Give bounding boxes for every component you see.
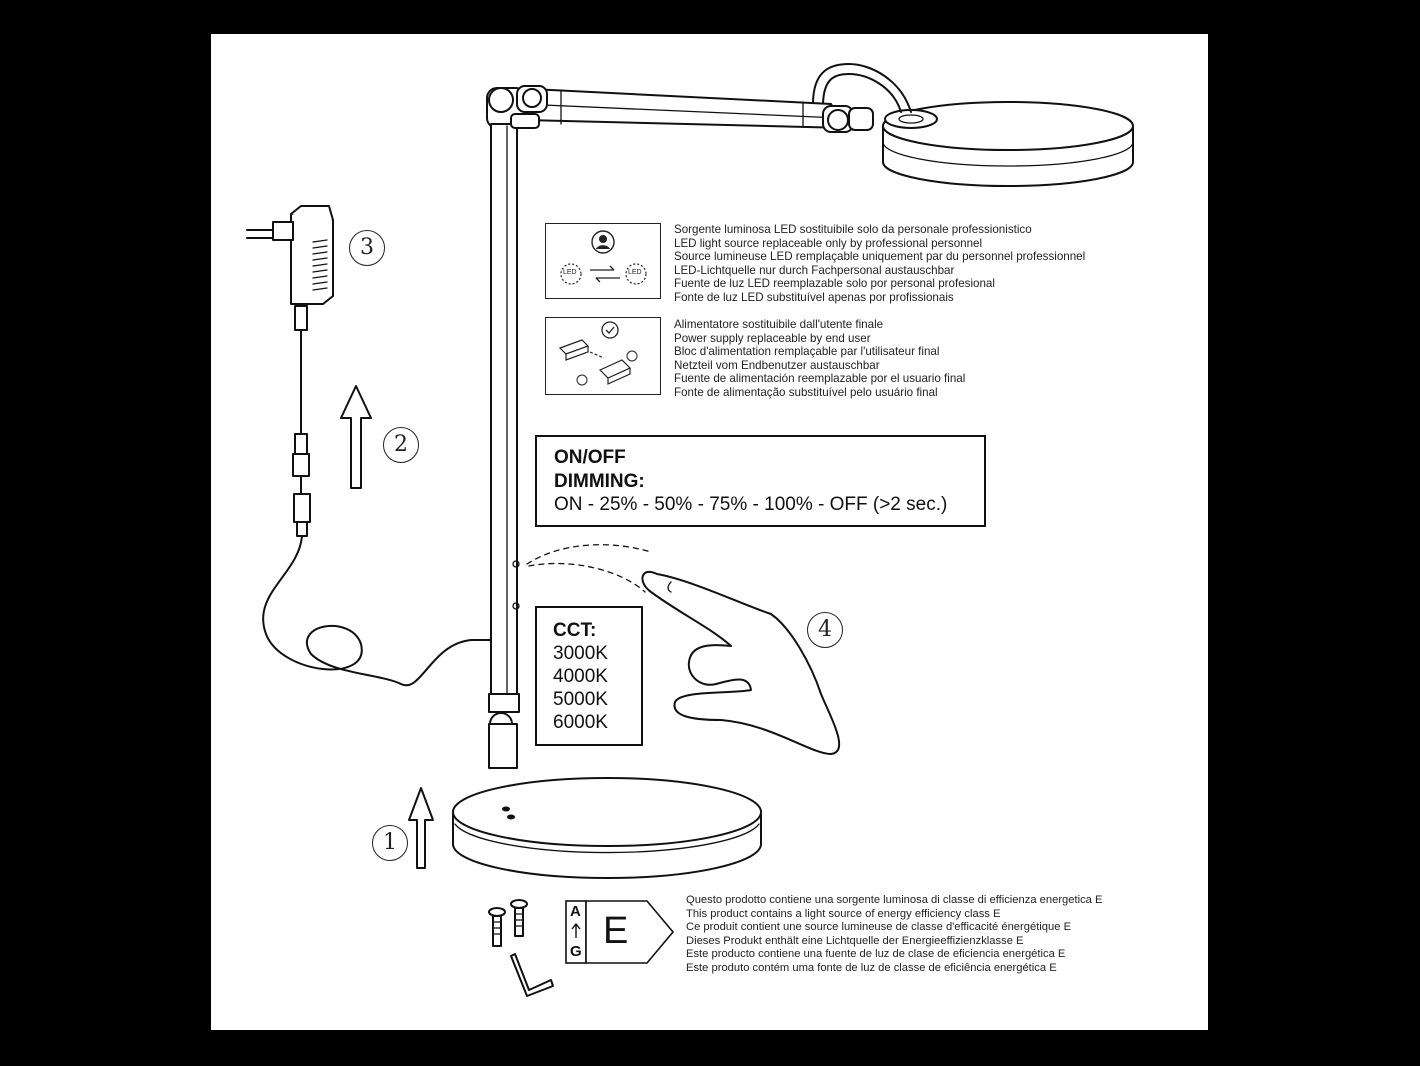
led-label-right: LED bbox=[628, 269, 642, 276]
on-off-label: ON/OFF bbox=[554, 447, 626, 468]
led-notice-text: Sorgente luminosa LED sostituibile solo … bbox=[674, 223, 1085, 304]
lamp-assembly-drawing bbox=[246, 63, 1134, 997]
step-3-marker: 3 bbox=[349, 230, 385, 266]
cct-box: CCT: 3000K 4000K 5000K 6000K bbox=[535, 606, 643, 746]
psu-notice-line: Power supply replaceable by end user bbox=[674, 331, 871, 345]
psu-notice-line: Fuente de alimentación reemplazable por … bbox=[674, 372, 966, 385]
energy-notice-line: Questo prodotto contiene una sorgente lu… bbox=[686, 894, 1103, 906]
step-1-marker: 1 bbox=[372, 825, 408, 861]
energy-notice-line: Este produto contém uma fonte de luz de … bbox=[686, 961, 1057, 974]
power-adapter bbox=[246, 205, 334, 331]
cct-title: CCT: bbox=[553, 620, 597, 641]
led-notice-line: Fuente de luz LED reemplazable solo por … bbox=[674, 277, 995, 290]
lamp-head bbox=[882, 101, 1134, 187]
up-arrow-1 bbox=[408, 787, 434, 869]
dimming-instructions-box: ON/OFF DIMMING: ON - 25% - 50% - 75% - 1… bbox=[535, 435, 986, 527]
energy-notice-line: Ce produit contient une source lumineuse… bbox=[686, 921, 1072, 933]
lamp-pole bbox=[488, 113, 540, 769]
energy-scale-top: A bbox=[570, 903, 581, 920]
energy-class-label: A G E bbox=[565, 900, 675, 964]
head-handle bbox=[812, 63, 912, 113]
energy-notice-line: This product contains a light source of … bbox=[686, 907, 1001, 920]
led-notice-line: LED light source replaceable only by pro… bbox=[674, 236, 983, 250]
screws-and-hex-key bbox=[488, 899, 554, 997]
psu-notice-text: Alimentatore sostituibile dall'utente fi… bbox=[674, 318, 965, 399]
psu-notice-line: Alimentatore sostituibile dall'utente fi… bbox=[674, 318, 884, 331]
power-cable bbox=[262, 329, 492, 687]
dimming-sequence: ON - 25% - 50% - 75% - 100% - OFF (>2 se… bbox=[554, 494, 948, 515]
energy-notice-line: Este producto contiene una fuente de luz… bbox=[686, 948, 1066, 960]
psu-notice-line: Fonte de alimentação substituível pelo u… bbox=[674, 385, 938, 399]
cct-value: 5000K bbox=[553, 689, 608, 710]
led-label-left: LED bbox=[563, 269, 577, 276]
power-supply-swap-icon bbox=[558, 321, 638, 386]
energy-notice-line: Dieses Produkt enthält eine Lichtquelle … bbox=[686, 934, 1024, 947]
led-notice-line: LED-Lichtquelle nur durch Fachpersonal a… bbox=[674, 263, 955, 277]
psu-replacement-icon-box bbox=[545, 317, 661, 395]
cct-value: 4000K bbox=[553, 666, 608, 687]
instruction-sheet: LED LED Sorgente luminosa LED sostituibi… bbox=[211, 34, 1208, 1030]
lamp-arm bbox=[510, 87, 848, 129]
led-notice-line: Sorgente luminosa LED sostituibile solo … bbox=[674, 223, 1032, 236]
lamp-base bbox=[452, 777, 762, 879]
step-4-marker: 4 bbox=[807, 612, 843, 648]
energy-scale-bottom: G bbox=[570, 943, 582, 960]
led-notice-line: Fonte de luz LED substituível apenas por… bbox=[674, 290, 954, 304]
led-replacement-icon-box: LED LED bbox=[545, 223, 661, 299]
technician-led-swap-icon bbox=[560, 230, 647, 285]
energy-notice-text: Questo prodotto contiene una sorgente lu… bbox=[686, 894, 1102, 975]
psu-notice-line: Bloc d'alimentation remplaçable par l'ut… bbox=[674, 345, 940, 358]
cct-value: 3000K bbox=[553, 643, 608, 664]
up-arrow-2 bbox=[340, 385, 372, 489]
energy-class-letter: E bbox=[603, 910, 629, 952]
dimming-label: DIMMING: bbox=[554, 471, 645, 492]
step-2-marker: 2 bbox=[383, 427, 419, 463]
psu-notice-line: Netzteil vom Endbenutzer austauschbar bbox=[674, 358, 880, 372]
hand-illustration bbox=[641, 571, 841, 755]
cct-value: 6000K bbox=[553, 712, 608, 733]
energy-label-outline bbox=[565, 900, 675, 964]
led-notice-line: Source lumineuse LED remplaçable uniquem… bbox=[674, 250, 1086, 263]
